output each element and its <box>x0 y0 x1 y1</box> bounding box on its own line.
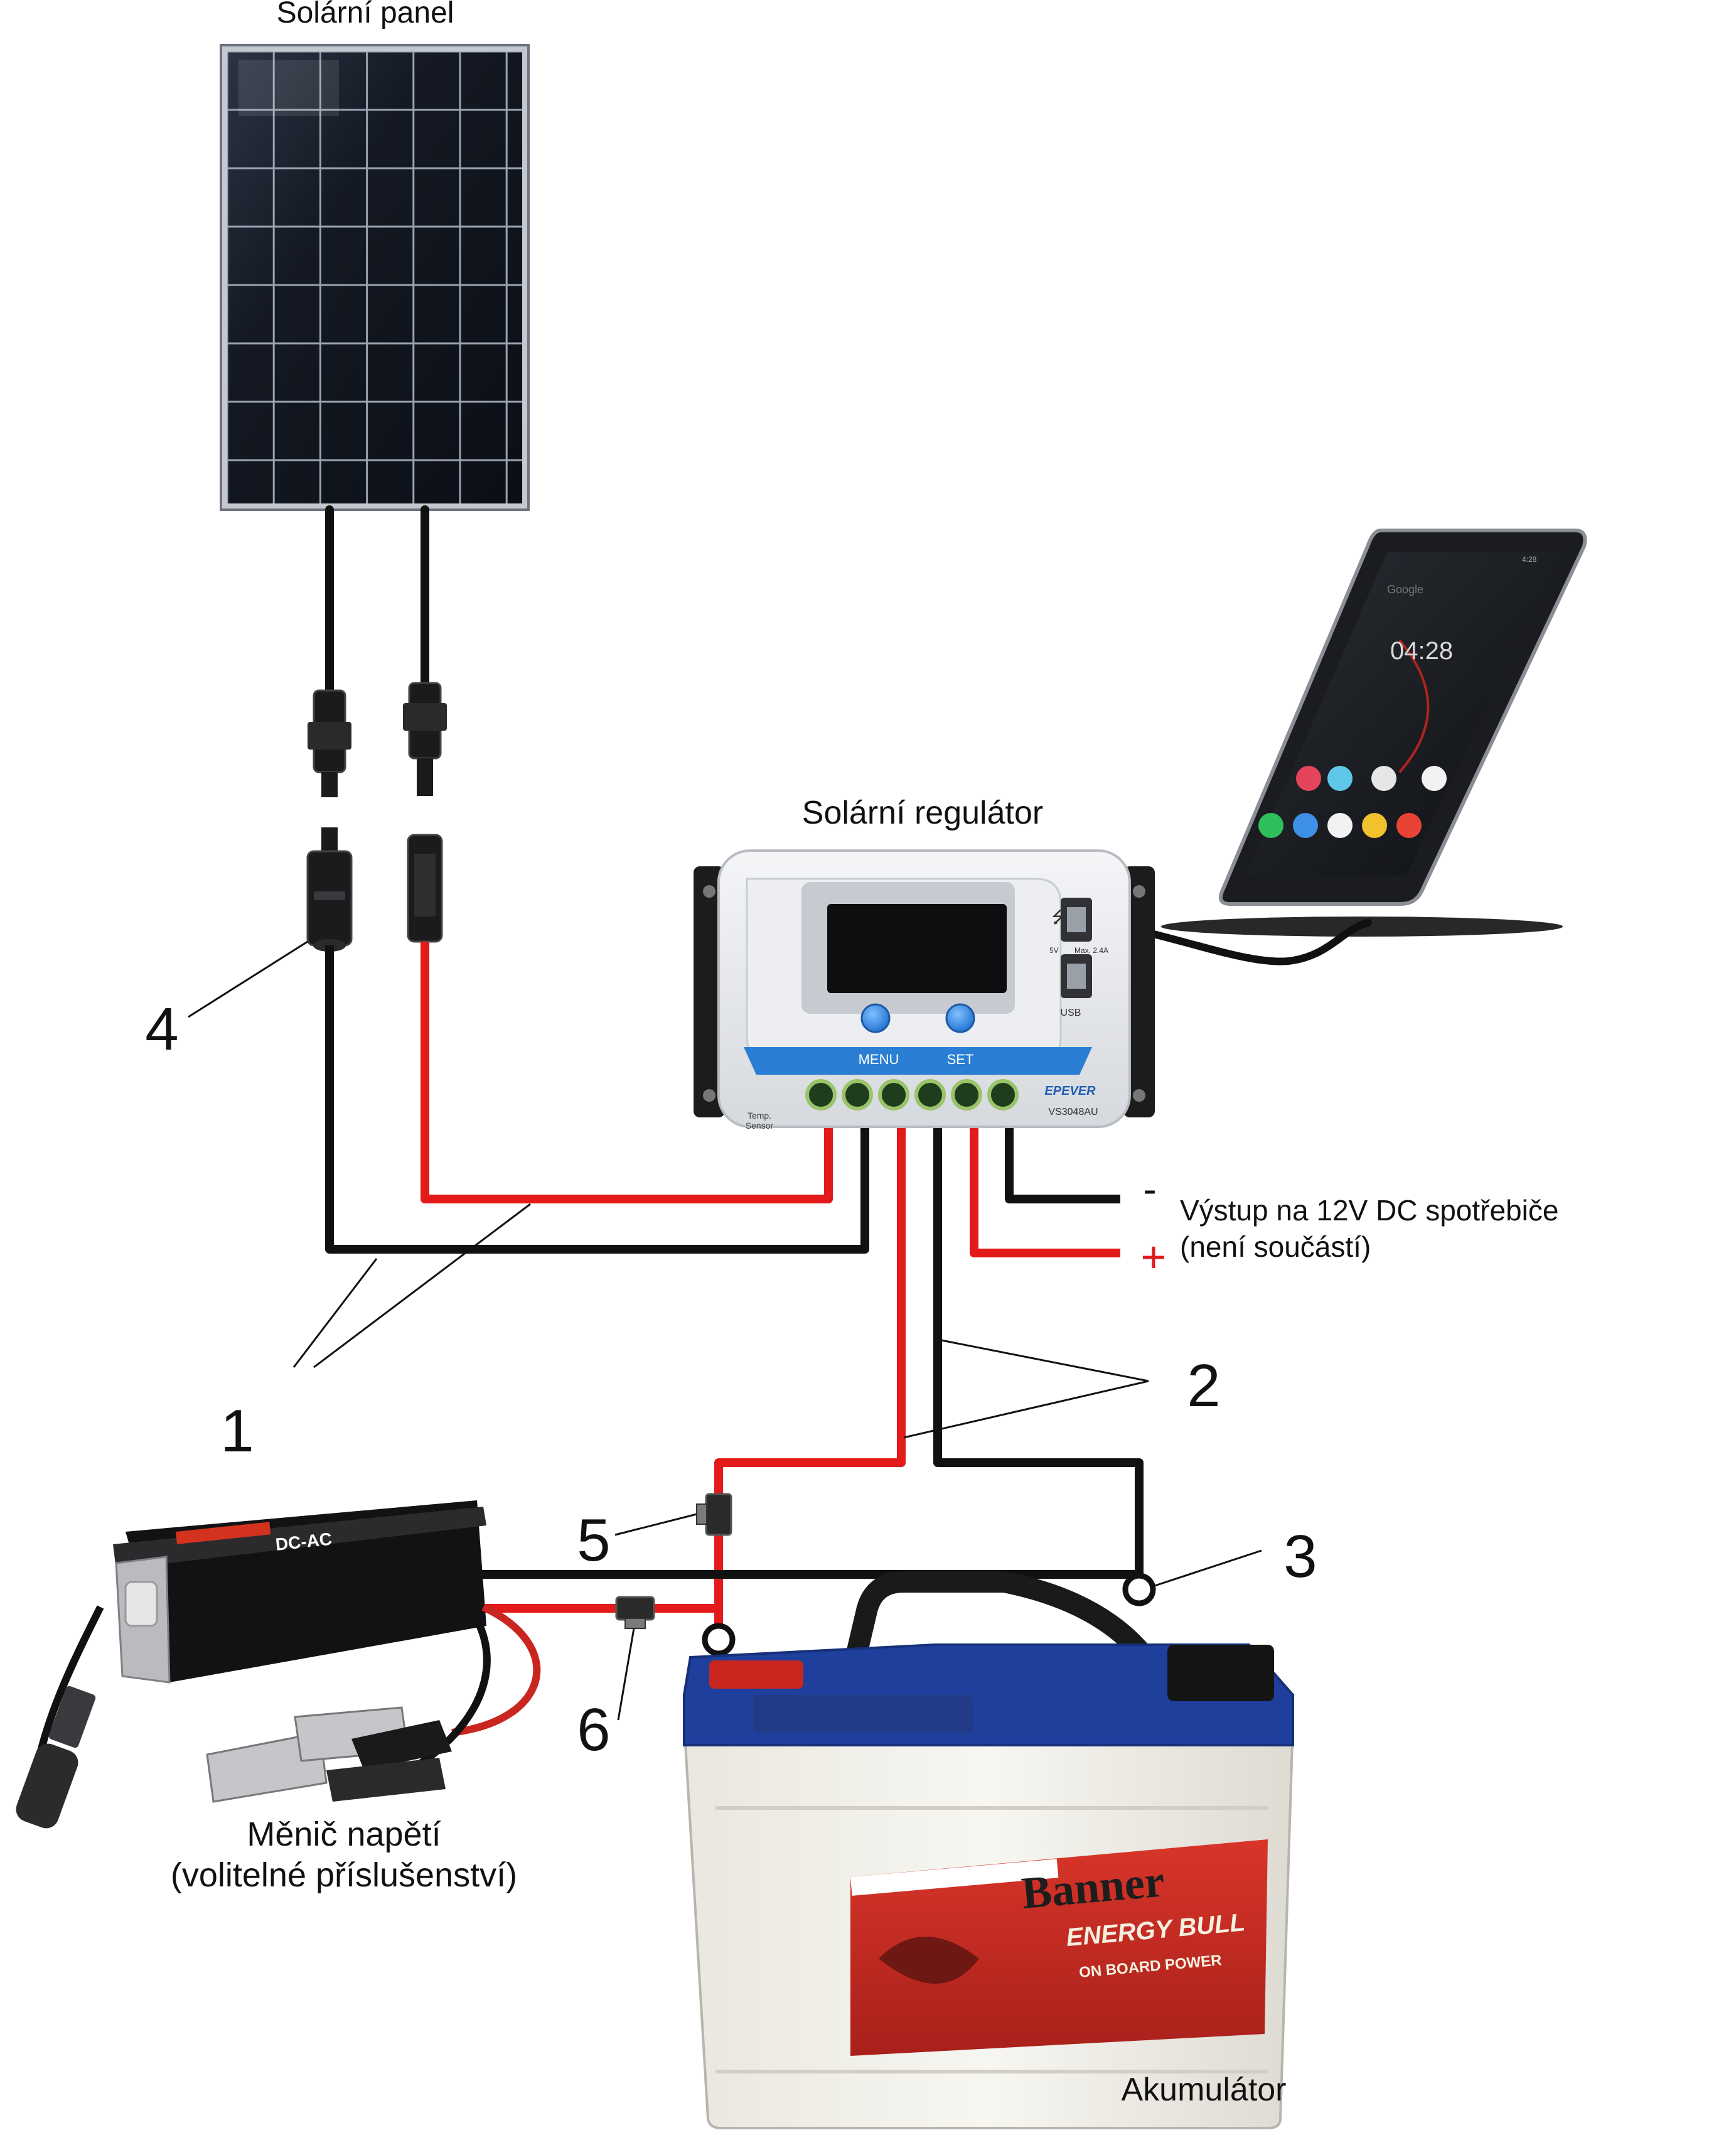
wire-panel-negative <box>325 945 869 1254</box>
panel-cables <box>325 505 429 701</box>
phone-clock: 04:28 <box>1390 637 1453 665</box>
callout-leaders <box>188 940 1262 1721</box>
mc4-connector-positive-lower <box>407 834 443 943</box>
battery: Banner ENERGY BULL ON BOARD POWER <box>682 1571 1295 2129</box>
temp-sensor-label-2: Sensor <box>746 1121 774 1131</box>
usb-panel: 5V Max. 2.4A USB ⭍ <box>1049 898 1108 1018</box>
terminal-load-positive <box>951 1079 982 1111</box>
cigarette-plug <box>16 1605 104 1829</box>
wire-load-negative <box>1005 1124 1120 1203</box>
terminal-pv-negative <box>842 1079 873 1111</box>
terminal-pv-positive <box>805 1079 837 1111</box>
usb-spec-current: Max. 2.4A <box>1074 946 1108 955</box>
inverter-clamps <box>206 1603 541 1803</box>
output-label-line2: (není součástí) <box>1180 1230 1371 1263</box>
fuse-main <box>705 1493 732 1536</box>
menu-label: MENU <box>859 1051 899 1067</box>
mc4-connector-negative-upper <box>308 689 351 797</box>
set-label: SET <box>947 1051 974 1067</box>
callout-1: 1 <box>220 1397 254 1465</box>
mc4-connector-positive-upper <box>403 682 447 796</box>
battery-label: Akumulátor <box>1122 2072 1287 2108</box>
battery-positive-terminal-ring <box>702 1623 736 1657</box>
usb-spec-voltage: 5V <box>1049 946 1059 955</box>
wire-panel-positive <box>421 942 833 1203</box>
usb-icon: ⭍ <box>1051 908 1065 927</box>
regulator-label: Solární regulátor <box>802 795 1043 831</box>
phone-search: Google <box>1387 583 1423 596</box>
menu-button[interactable] <box>860 1003 891 1033</box>
callout-6: 6 <box>577 1696 610 1763</box>
phone-app-icons <box>1258 766 1447 838</box>
callout-4: 4 <box>145 996 178 1063</box>
wire-battery-positive <box>714 1124 906 1626</box>
smartphone: Google 4:28 04:28 <box>1161 529 1587 937</box>
voltage-inverter: DC-AC <box>113 1500 486 1684</box>
terminal-row <box>805 1079 1019 1111</box>
terminal-battery-positive <box>878 1079 909 1111</box>
callout-5: 5 <box>577 1507 610 1574</box>
battery-brand: Banner <box>1019 1856 1166 1918</box>
battery-negative-terminal-ring <box>1122 1573 1156 1606</box>
wire-battery-negative <box>933 1124 1144 1582</box>
output-label-line1: Výstup na 12V DC spotřebiče <box>1180 1194 1558 1227</box>
usb-label: USB <box>1061 1008 1081 1018</box>
terminal-battery-negative <box>914 1079 946 1111</box>
solar-panel <box>220 44 530 511</box>
model-number: VS3048AU <box>1048 1107 1098 1117</box>
fuse-inverter <box>615 1596 655 1621</box>
mc4-connector-negative-lower <box>306 827 353 952</box>
callout-3: 3 <box>1283 1523 1317 1590</box>
solar-panel-label: Solární panel <box>277 0 454 30</box>
set-button[interactable] <box>945 1003 975 1033</box>
callout-2: 2 <box>1187 1352 1220 1419</box>
output-plus-sign: + <box>1141 1232 1167 1281</box>
temp-sensor-label-1: Temp. <box>747 1111 771 1121</box>
output-minus-sign: - <box>1143 1166 1156 1212</box>
inverter-label-line2: (volitelné příslušenství) <box>171 1856 517 1894</box>
inverter-label-line1: Měnič napětí <box>247 1815 441 1853</box>
phone-status-time: 4:28 <box>1522 555 1537 564</box>
wire-load-positive <box>970 1124 1120 1257</box>
solar-regulator: MENU SET 5V Max. 2.4A USB ⭍ Temp. Sensor… <box>694 849 1155 1131</box>
brand-logo: EPEVER <box>1044 1084 1096 1098</box>
terminal-load-negative <box>987 1079 1019 1111</box>
